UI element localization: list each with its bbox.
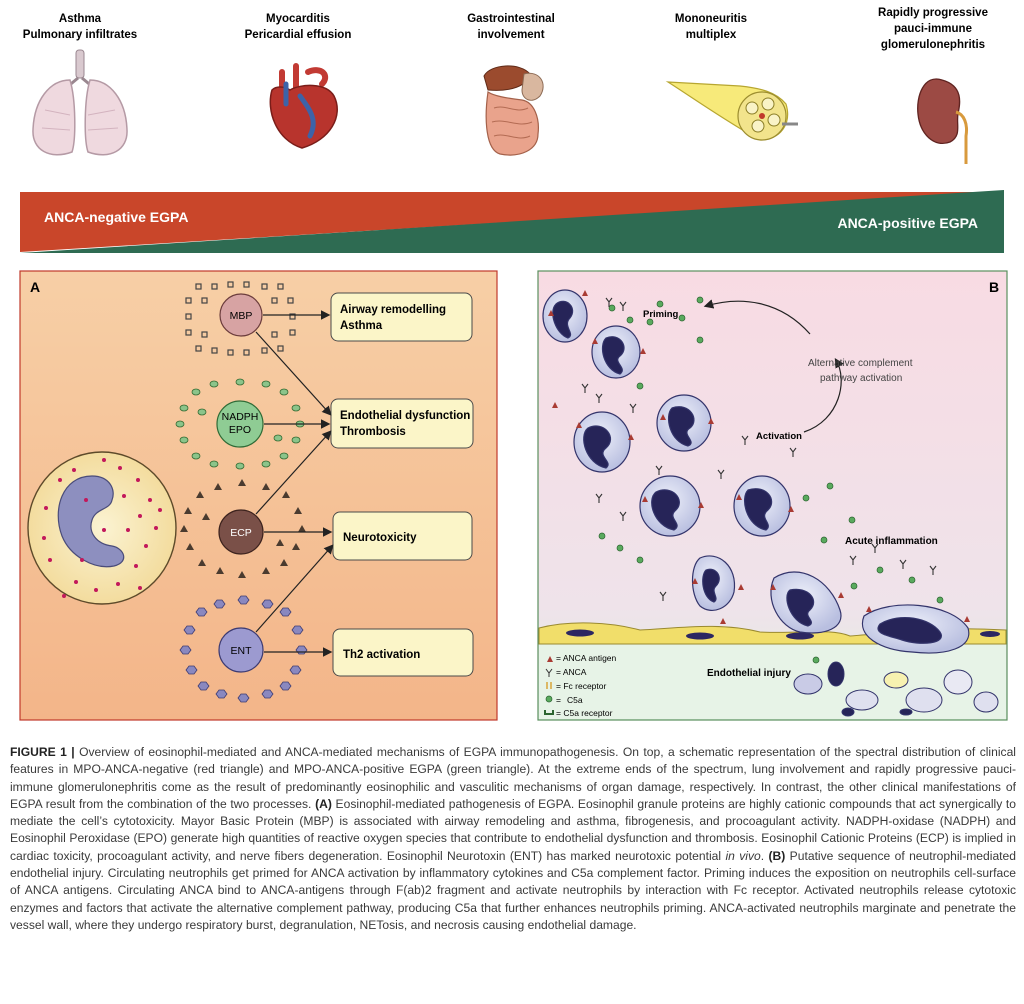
legend-item-fc: = Fc receptor <box>556 681 606 691</box>
figure-caption: FIGURE 1 | Overview of eosinophil-mediat… <box>10 744 1016 934</box>
legend-c5a-receptor-icon <box>544 710 554 715</box>
legend-prefix: = <box>556 695 561 705</box>
organ-label-line: Myocarditis <box>266 13 330 25</box>
caption-b-label: (B) <box>768 848 786 863</box>
legend-prefix: = <box>556 667 563 677</box>
top-panel: Asthma Pulmonary infiltrates Myocarditis… <box>20 7 1004 253</box>
effect-box-neurotoxicity: Neurotoxicity <box>332 511 473 561</box>
mbp-granule: MBP <box>185 281 296 356</box>
legend-prefix: = <box>556 653 563 663</box>
legend-fc-icon <box>546 682 552 689</box>
endothelial-injury-label: Endothelial injury <box>707 668 791 679</box>
legend-antigen-icon <box>547 656 553 662</box>
organ-label-gi: Gastrointestinal involvement <box>467 13 555 41</box>
airway-line-1: Airway remodelling <box>340 304 446 316</box>
caption-a-label: (A) <box>315 796 332 811</box>
epo-label: EPO <box>229 424 251 436</box>
anca-antigens <box>548 290 970 624</box>
endothelial-line-2: Thrombosis <box>340 426 406 438</box>
alt-complement-line-1: Alternative complement <box>808 358 913 369</box>
legend-text: C5a <box>567 695 583 705</box>
alt-complement-line-2: pathway activation <box>820 373 902 384</box>
complement-cycle-arrow <box>703 299 844 433</box>
ecp-granule: ECP <box>180 479 306 578</box>
figure: Asthma Pulmonary infiltrates Myocarditis… <box>19 7 1008 721</box>
panel-a: A MBP <box>19 270 498 721</box>
acute-inflammation-label: Acute inflammation <box>845 536 938 547</box>
anca-positive-label: ANCA-positive EGPA <box>837 215 978 231</box>
caption-label: FIGURE 1 | <box>10 745 75 759</box>
eosinophil-granules <box>42 458 162 598</box>
legend-prefix: = <box>556 681 563 691</box>
legend-text: ANCA <box>563 667 587 677</box>
anca-antibodies <box>581 297 937 601</box>
organ-label-lungs: Asthma Pulmonary infiltrates <box>23 13 137 41</box>
legend-text: Fc receptor <box>563 681 606 691</box>
panel-a-letter: A <box>30 279 40 295</box>
legend-item-antigen: = ANCA antigen <box>556 653 617 663</box>
lungs-icon <box>32 49 128 156</box>
caption-text-2: Eosinophil-mediated pathogenesis of EGPA… <box>10 796 1016 863</box>
panel-b-legend: = ANCA antigen = ANCA = Fc receptor = C5a… <box>544 653 617 718</box>
endothelial-line-1: Endothelial dysfunction <box>340 410 470 422</box>
airway-line-2: Asthma <box>340 320 383 332</box>
gastrointestinal-icon <box>483 65 544 156</box>
organ-label-line: Mononeuritis <box>675 13 747 25</box>
neutrophils <box>542 289 970 654</box>
caption-text-3: . <box>760 848 769 863</box>
th2-label: Th2 activation <box>343 649 420 661</box>
legend-item-c5a-receptor: = C5a receptor <box>556 708 613 718</box>
legend-c5a-icon <box>545 695 553 703</box>
ent-label: ENT <box>231 645 253 657</box>
organ-label-line: involvement <box>477 29 544 41</box>
nadph-label: NADPH <box>222 411 259 423</box>
organ-label-heart: Myocarditis Pericardial effusion <box>245 13 352 41</box>
activation-label: Activation <box>756 431 802 442</box>
organ-label-line: Pericardial effusion <box>245 29 352 41</box>
eosinophil-cell <box>27 451 177 605</box>
mbp-label: MBP <box>230 310 253 322</box>
ecp-label: ECP <box>230 527 252 539</box>
caption-in-vivo: in vivo <box>725 848 761 863</box>
effect-box-airway: Airway remodelling Asthma <box>330 292 473 342</box>
legend-anca-icon <box>545 668 553 677</box>
organ-label-line: Asthma <box>59 13 102 25</box>
organ-label-line: pauci-immune <box>894 23 972 35</box>
organ-label-line: Rapidly progressive <box>878 7 988 19</box>
panel-b: B <box>537 270 1008 721</box>
heart-icon <box>269 63 338 149</box>
anca-positive-triangle <box>20 190 1004 253</box>
c5a-molecules <box>598 296 944 664</box>
organ-label-nerve: Mononeuritis multiplex <box>675 13 747 41</box>
cell-debris <box>793 661 999 717</box>
organ-label-line: glomerulonephritis <box>881 39 985 51</box>
organ-label-line: multiplex <box>686 29 737 41</box>
panel-b-letter: B <box>989 279 999 295</box>
effect-box-endothelial: Endothelial dysfunction Thrombosis <box>330 398 474 449</box>
organ-label-line: Pulmonary infiltrates <box>23 29 137 41</box>
legend-text: ANCA antigen <box>563 653 617 663</box>
ent-granule: ENT <box>179 595 308 703</box>
anca-negative-label: ANCA-negative EGPA <box>44 209 188 225</box>
legend-item-anca: = ANCA <box>556 667 587 677</box>
panel-a-arrows <box>255 310 334 657</box>
caption-text-4: Putative sequence of neutrophil-mediated… <box>10 848 1016 932</box>
nerve-icon <box>665 81 798 141</box>
organ-label-line: Gastrointestinal <box>467 13 555 25</box>
priming-label: Priming <box>643 309 679 320</box>
organ-label-kidney: Rapidly progressive pauci-immune glomeru… <box>878 7 988 51</box>
caption-text-1: Overview of eosinophil-mediated and ANCA… <box>10 745 1016 811</box>
neurotoxicity-label: Neurotoxicity <box>343 532 417 544</box>
nadph-epo-granule: NADPH EPO <box>175 378 305 470</box>
kidney-icon <box>917 78 968 164</box>
effect-box-th2: Th2 activation <box>332 628 474 677</box>
legend-item-c5a: = C5a <box>556 695 583 705</box>
